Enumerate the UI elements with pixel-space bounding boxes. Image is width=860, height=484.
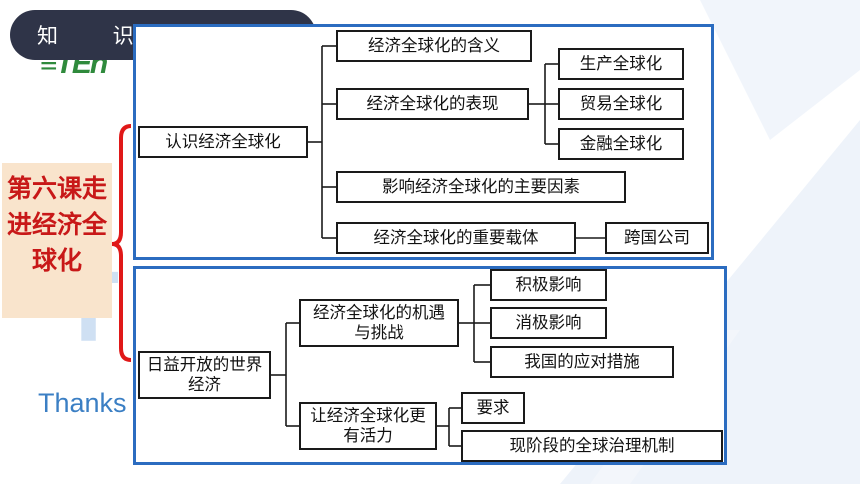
node-manifestation: 经济全球化的表现: [336, 88, 529, 120]
node-china-measures: 我国的应对措施: [490, 346, 674, 378]
lesson-title: 第六课走进经济全球化: [6, 174, 107, 275]
node-carrier: 经济全球化的重要载体: [336, 222, 576, 254]
node-multinational: 跨国公司: [605, 222, 709, 254]
node-negative: 消极影响: [490, 307, 607, 339]
node-production: 生产全球化: [558, 48, 684, 80]
node-opportunities-challenges: 经济全球化的机遇与挑战: [299, 299, 459, 347]
node-factors: 影响经济全球化的主要因素: [336, 171, 626, 203]
background-thanks-text: Thanks: [38, 388, 127, 418]
node-open-world-economy: 日益开放的世界经济: [138, 351, 271, 399]
node-governance: 现阶段的全球治理机制: [461, 430, 723, 462]
node-positive: 积极影响: [490, 269, 607, 301]
node-trade: 贸易全球化: [558, 88, 684, 120]
node-meaning: 经济全球化的含义: [336, 30, 532, 62]
node-more-vitality: 让经济全球化更有活力: [299, 402, 437, 450]
node-requirements: 要求: [461, 392, 525, 424]
node-finance: 金融全球化: [558, 128, 684, 160]
node-understand-globalization: 认识经济全球化: [138, 126, 308, 158]
lesson-title-box: 第六课走进经济全球化: [2, 163, 112, 318]
